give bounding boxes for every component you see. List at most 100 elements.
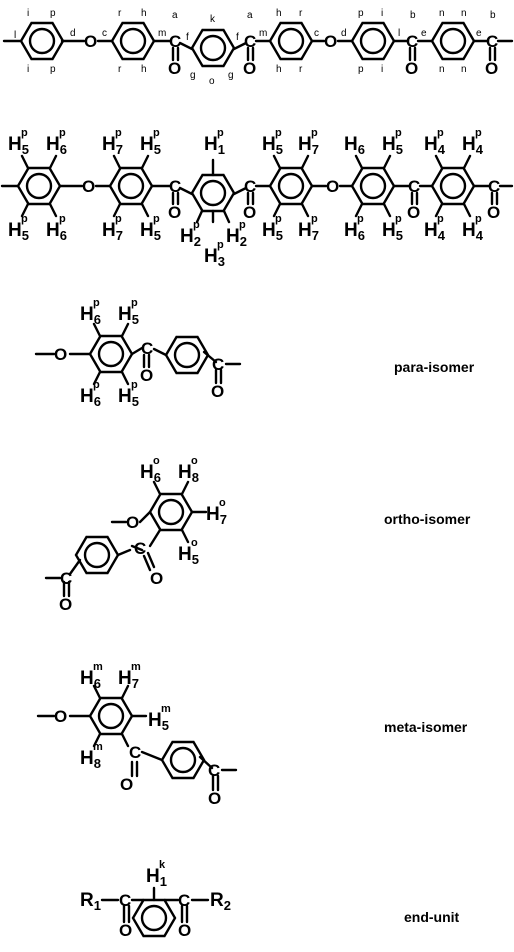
svg-text:H6: H6 [46,220,67,243]
position-label: p [358,64,364,75]
position-label: i [381,64,383,75]
svg-text:H3: H3 [204,246,225,269]
proton-label: H4p [462,127,484,157]
proton-label: H2p [226,219,247,249]
svg-text:H6: H6 [344,220,365,243]
proton-label: H6m [80,661,103,691]
isomer-caption: meta-isomer [384,719,468,735]
carbonyl-carbon: C [486,32,498,51]
position-label: h [141,64,147,75]
carbonyl-oxygen: O [120,775,133,794]
svg-text:H7: H7 [298,134,319,157]
proton-label: H5p [140,127,161,157]
proton-label: H4p [424,213,446,243]
position-label: h [276,8,282,19]
position-label: c [102,28,107,39]
position-label: e [476,28,482,39]
svg-text:p: p [395,213,402,225]
svg-text:H6: H6 [344,134,365,157]
svg-text:H5: H5 [148,710,169,733]
svg-text:H6: H6 [80,386,101,409]
position-label: n [439,64,445,75]
svg-text:H7: H7 [102,220,123,243]
carbonyl-oxygen: O [405,59,418,78]
carbonyl-carbon: C [244,32,256,51]
svg-text:R1: R1 [80,890,101,913]
carbonyl-carbon: C [60,569,72,588]
svg-text:H2: H2 [226,226,247,249]
svg-text:H5: H5 [118,386,139,409]
position-label: o [209,76,215,87]
position-label: g [228,70,234,81]
proton-label: H7p [298,213,319,243]
ether-oxygen: O [54,345,67,364]
proton-label: H5p [382,213,403,243]
position-label: g [190,70,196,81]
proton-label: H5m [148,703,171,733]
svg-text:H2: H2 [180,226,201,249]
proton-label: H6p [80,379,101,409]
svg-text:p: p [131,297,138,309]
position-label: a [247,10,253,21]
meta-isomer-structure: O C O C O H6m H7m H5m H8m meta-isomer [36,661,468,808]
end-unit-structure: C O C O R1 R2 H1k end-unit [80,859,460,940]
carbonyl-oxygen: O [487,203,500,222]
svg-text:H8: H8 [80,748,101,771]
carbonyl-oxygen: O [243,59,256,78]
svg-text:H5: H5 [262,134,283,157]
position-label: f [186,32,189,43]
position-label: r [299,8,303,19]
r1-substituent: R1 [80,890,101,913]
proton-label: H8m [80,741,103,771]
position-label: f [236,32,239,43]
carbonyl-carbon: C [406,32,418,51]
position-label: p [50,64,56,75]
position-label: e [421,28,427,39]
carbonyl-oxygen: O [150,569,163,588]
proton-label: H1p [204,127,225,157]
svg-text:p: p [131,379,138,391]
position-label: r [299,64,303,75]
proton-label: H5p [382,127,403,157]
svg-text:p: p [475,213,482,225]
svg-text:H1: H1 [204,134,225,157]
svg-text:H8: H8 [178,462,199,485]
proton-label: H4p [424,127,446,157]
proton-label: H8o [178,455,199,485]
svg-text:o: o [191,455,198,467]
carbonyl-carbon: C [129,743,141,762]
svg-text:m: m [161,703,171,715]
proton-label: H3p [204,239,225,269]
carbonyl-oxygen: O [168,59,181,78]
carbonyl-oxygen: O [211,382,224,401]
proton-label: H5p [8,213,29,243]
svg-text:o: o [153,455,160,467]
carbonyl-carbon: C [212,355,224,374]
svg-text:p: p [93,379,100,391]
carbonyl-oxygen: O [140,366,153,385]
carbonyl-oxygen: O [243,203,256,222]
svg-text:p: p [275,213,282,225]
svg-text:p: p [115,127,122,139]
position-label: h [141,8,147,19]
carbonyl-oxygen: O [168,203,181,222]
svg-text:H7: H7 [206,504,227,527]
svg-text:H7: H7 [298,220,319,243]
svg-text:m: m [93,741,103,753]
svg-text:H5: H5 [262,220,283,243]
svg-text:H5: H5 [8,220,29,243]
proton-label: H6p [80,297,101,327]
proton-label: H5p [262,213,283,243]
svg-text:p: p [275,127,282,139]
svg-text:p: p [21,127,28,139]
svg-text:H4: H4 [462,220,484,243]
svg-text:H4: H4 [462,134,484,157]
proton-label: H5o [178,537,199,567]
proton-label: H7p [102,127,123,157]
position-label: p [50,8,56,19]
position-label: i [27,8,29,19]
svg-text:H6: H6 [80,668,101,691]
position-label: r [118,8,122,19]
ether-oxygen: O [54,707,67,726]
